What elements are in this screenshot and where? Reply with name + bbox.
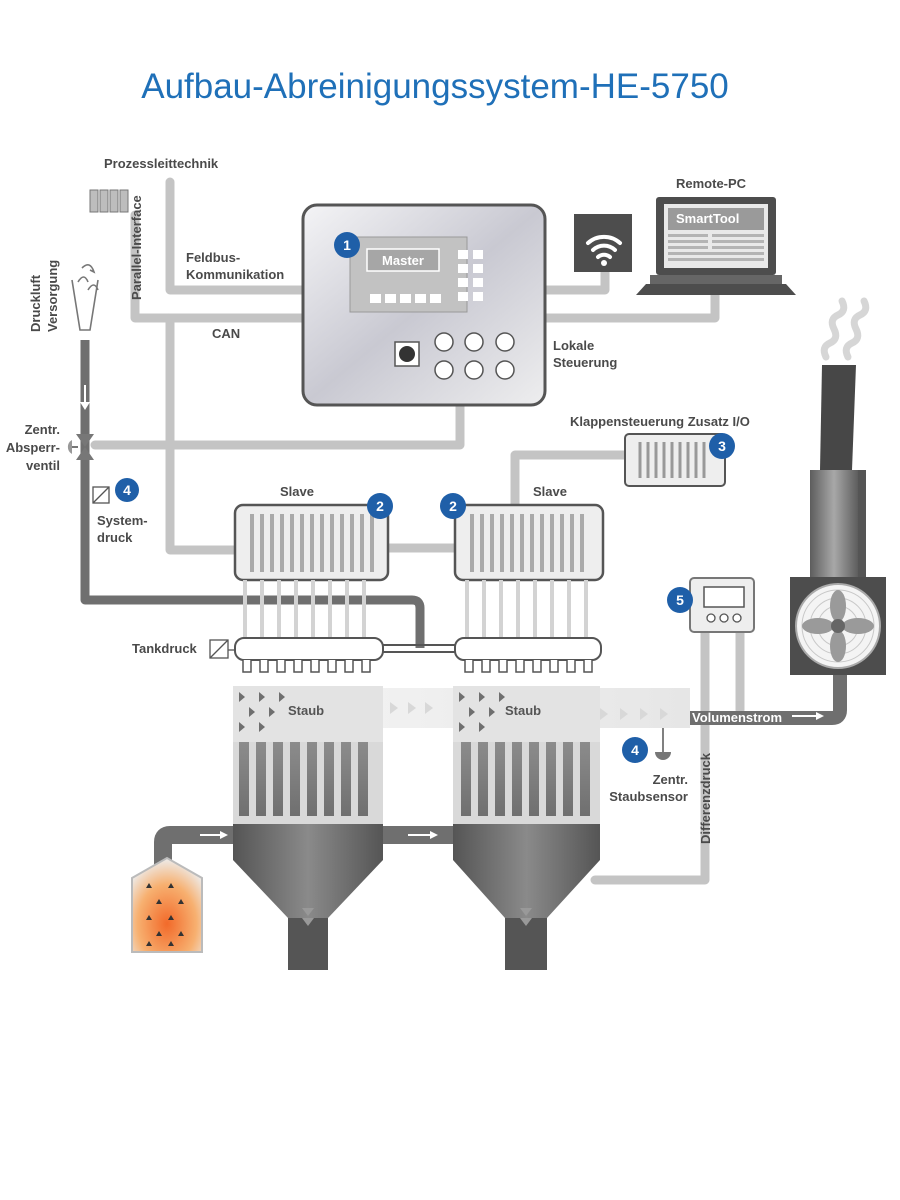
dust-sensor-icon (655, 728, 671, 760)
badge-slave-right-number: 2 (449, 498, 457, 514)
badge-slave-left-number: 2 (376, 498, 384, 514)
duct-flow-arrows (390, 702, 668, 720)
label-tankdruck: Tankdruck (132, 641, 198, 656)
slave-right (453, 503, 605, 582)
master-controller: Master (301, 203, 547, 407)
valve-icon (67, 434, 94, 460)
badge-systemdruck-number: 4 (123, 482, 131, 498)
tank-left (234, 637, 384, 673)
label-volumenstrom: Volumenstrom (692, 710, 782, 725)
smarttool-label: SmartTool (676, 211, 739, 226)
compressed-air-pipe (80, 340, 425, 648)
label-ventil-1: Zentr. (25, 422, 60, 437)
label-slave-left: Slave (280, 484, 314, 499)
label-slave-right: Slave (533, 484, 567, 499)
badge-slave-left (367, 493, 393, 519)
badge-klappen (709, 433, 735, 459)
signal-lines (90, 177, 745, 885)
label-feldbus-1: Feldbus- (186, 250, 240, 265)
tank-right (454, 637, 602, 673)
label-lokale-1: Lokale (553, 338, 594, 353)
process-pipes (154, 826, 453, 880)
label-ventil-3: ventil (26, 458, 60, 473)
label-ventil-2: Absperr- (6, 440, 60, 455)
label-staub-left: Staub (288, 703, 324, 718)
label-remote-pc: Remote-PC (676, 176, 747, 191)
silo-icon (131, 856, 203, 953)
master-display (366, 248, 440, 272)
flow-sensor (689, 577, 755, 633)
fan-icon (790, 577, 886, 675)
label-prozessleittechnik: Prozessleittechnik (104, 156, 219, 171)
label-lokale-2: Steuerung (553, 355, 617, 370)
chimney-icon (810, 297, 870, 577)
label-klappen: Klappensteuerung Zusatz I/O (570, 414, 750, 429)
label-staubsensor-1: Zentr. (653, 772, 688, 787)
badge-volumenstrom-sensor (667, 587, 693, 613)
valve-signal-lines (243, 580, 588, 638)
label-staub-right: Staub (505, 703, 541, 718)
label-parallel-interface: Parallel-Interface (129, 195, 144, 300)
label-systemdruck-1: System- (97, 513, 148, 528)
label-systemdruck-2: druck (97, 530, 133, 545)
laptop-icon: SmartTool (636, 197, 796, 295)
badge-master-number: 1 (343, 237, 351, 253)
page-title: Aufbau-Abreinigungssystem-HE-5750 (141, 67, 729, 106)
wifi-icon (574, 214, 632, 272)
tank-pressure-sensor-icon (209, 639, 235, 659)
label-differenzdruck: Differenzdruck (698, 752, 713, 844)
badge-slave-right (440, 493, 466, 519)
terminal-block (89, 189, 129, 213)
badge-systemdruck (115, 478, 139, 502)
label-druckluft-2: Versorgung (45, 260, 60, 332)
filter-housing-right (453, 686, 600, 970)
label-can: CAN (212, 326, 240, 341)
pressure-sensor-icon (92, 486, 110, 504)
badge-klappen-number: 3 (718, 438, 726, 454)
label-staubsensor-2: Staubsensor (609, 789, 688, 804)
badge-staubsensor (622, 737, 648, 763)
exhaust-pipe (690, 670, 847, 725)
air-intake-icon (71, 264, 99, 331)
badge-staubsensor-number: 4 (631, 742, 639, 758)
master-label: Master (382, 253, 424, 268)
badge-volumenstrom-sensor-number: 5 (676, 592, 684, 608)
slave-left (233, 503, 390, 582)
badge-master (334, 232, 360, 258)
label-druckluft-1: Druckluft (28, 274, 43, 332)
label-feldbus-2: Kommunikation (186, 267, 284, 282)
klappen-module (624, 433, 726, 487)
filter-housing-left (233, 686, 383, 970)
